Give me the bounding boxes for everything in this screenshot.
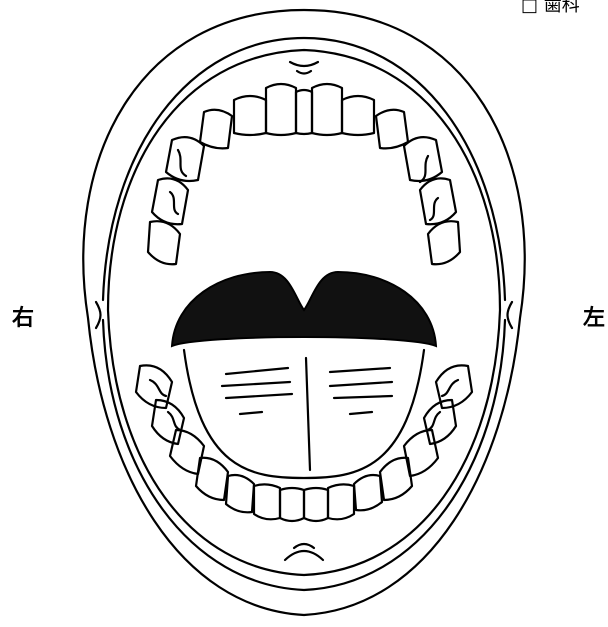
corner-left: [508, 302, 513, 328]
tongue-midline: [306, 358, 310, 470]
tongue-shadow: [172, 272, 436, 346]
lower-lip-inner: [103, 320, 505, 590]
label-left-side: 左: [583, 300, 605, 332]
upper-frenum: [290, 62, 318, 74]
tongue-lines-right: [222, 368, 292, 414]
tongue-lines-left: [330, 368, 392, 414]
upper-lip-inner: [103, 38, 505, 300]
corner-right: [96, 302, 101, 328]
lower-teeth: [136, 365, 472, 521]
top-right-mark: □ 歯科: [521, 0, 580, 17]
lower-frenum: [285, 544, 323, 560]
upper-teeth: [148, 84, 460, 264]
label-right-side: 右: [12, 300, 34, 332]
